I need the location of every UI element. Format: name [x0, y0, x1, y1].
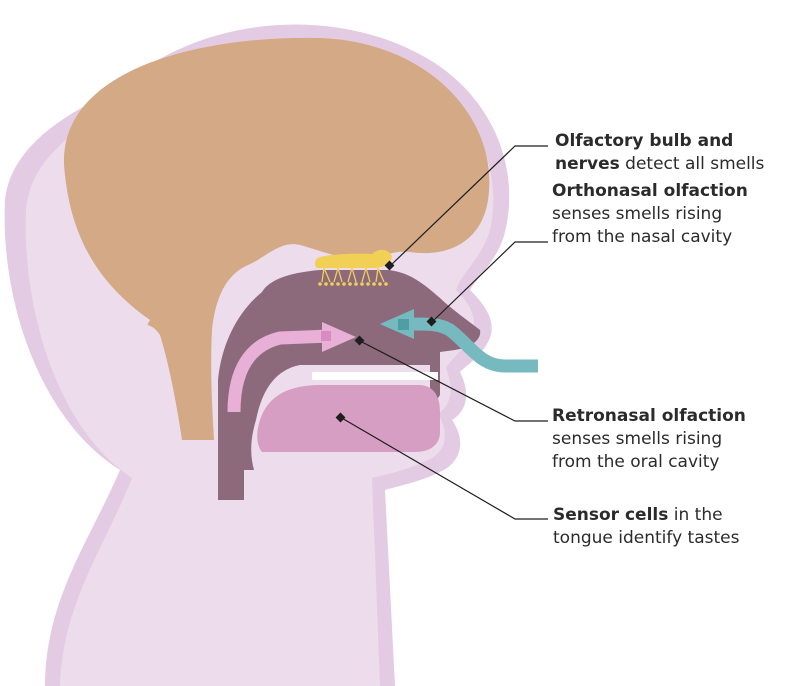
annotation-olfactory-line-1: Olfactory bulb and [555, 130, 764, 153]
annotation-orthonasal-line-1: senses smells rising [552, 203, 748, 226]
annotation-sensor-bold: Sensor cells [553, 505, 668, 525]
annotation-retronasal: Retronasal olfaction senses smells risin… [552, 405, 746, 474]
annotation-orthonasal: Orthonasal olfaction senses smells risin… [552, 180, 748, 249]
annotation-retronasal-line-1: senses smells rising [552, 428, 746, 451]
annotation-sensor: Sensor cells in the tongue identify tast… [553, 504, 739, 550]
annotation-olfactory-bold-2: nerves [555, 154, 620, 174]
tongue [257, 385, 440, 452]
orthonasal-marker [398, 319, 409, 330]
annotation-olfactory: Olfactory bulb and nerves detect all sme… [555, 130, 764, 176]
annotation-orthonasal-line-2: from the nasal cavity [552, 226, 748, 249]
retronasal-marker [321, 331, 331, 341]
annotation-retronasal-title: Retronasal olfaction [552, 406, 746, 426]
annotation-olfactory-line-2: nerves detect all smells [555, 153, 764, 176]
annotation-orthonasal-title-line: Orthonasal olfaction [552, 180, 748, 203]
annotation-retronasal-line-2: from the oral cavity [552, 451, 746, 474]
annotation-sensor-line-1: Sensor cells in the [553, 504, 739, 527]
annotation-sensor-rest-1: in the [668, 505, 722, 525]
annotation-orthonasal-title: Orthonasal olfaction [552, 181, 748, 201]
annotation-olfactory-bold-1: Olfactory bulb and [555, 131, 733, 151]
annotation-retronasal-title-line: Retronasal olfaction [552, 405, 746, 428]
hard-palate [312, 372, 438, 380]
annotation-olfactory-rest-2: detect all smells [620, 154, 765, 174]
annotation-sensor-line-2: tongue identify tastes [553, 527, 739, 550]
